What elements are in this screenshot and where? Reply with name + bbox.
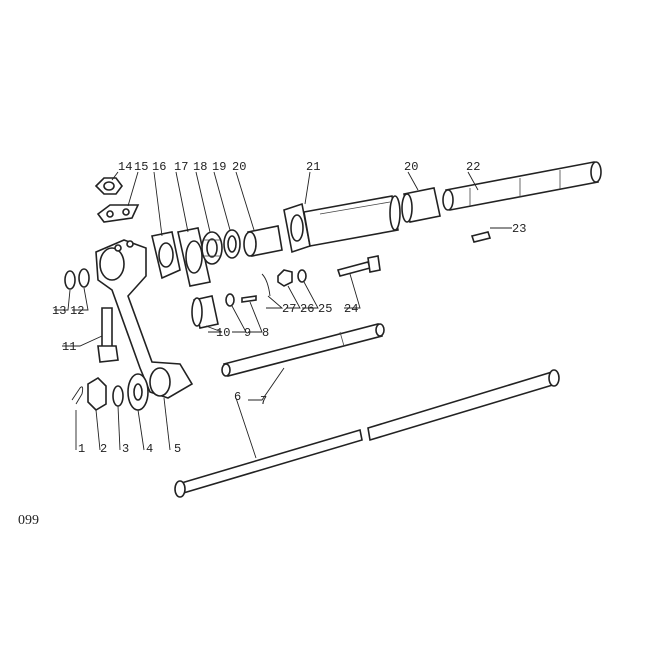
label-8: 8	[262, 326, 269, 340]
part-pin-27	[261, 273, 271, 297]
label-16: 16	[152, 160, 166, 174]
label-19: 19	[212, 160, 226, 174]
part-bearing-18	[201, 231, 223, 265]
part-ring-13	[64, 270, 76, 290]
label-5: 5	[174, 442, 181, 456]
callout-labels: 14 15 16 17 18 19 20 21 20 22 23 24 25 2…	[52, 160, 526, 456]
label-20-right: 20	[404, 160, 418, 174]
part-bush-20-right	[401, 187, 441, 223]
part-bush-10	[191, 295, 219, 329]
label-11: 11	[62, 340, 76, 354]
label-7: 7	[260, 394, 267, 408]
part-castle-nut-2	[87, 376, 107, 412]
part-gasket-16	[151, 231, 181, 280]
part-shaft-22	[442, 161, 602, 211]
part-arm-5	[95, 239, 194, 399]
part-bolt-24	[336, 255, 381, 277]
label-12: 12	[70, 304, 84, 318]
part-key-23	[470, 231, 492, 243]
label-25: 25	[318, 302, 332, 316]
label-17: 17	[174, 160, 188, 174]
label-10: 10	[216, 326, 230, 340]
part-washer-9	[225, 293, 235, 307]
part-pin-8	[241, 295, 257, 303]
part-torsion-bar-6	[174, 369, 560, 498]
part-lock-plate-15	[96, 204, 140, 223]
leader-lines	[54, 171, 512, 459]
label-26: 26	[300, 302, 314, 316]
label-24: 24	[344, 302, 358, 316]
part-seal-4	[127, 373, 149, 411]
part-nut-26	[277, 269, 293, 287]
part-nut-14	[94, 177, 123, 195]
label-23: 23	[512, 222, 526, 236]
label-13: 13	[52, 304, 66, 318]
part-bush-20-left	[243, 225, 283, 257]
part-tube-21	[283, 195, 401, 254]
label-9: 9	[244, 326, 251, 340]
label-15: 15	[134, 160, 148, 174]
part-shaft-7	[221, 323, 385, 377]
label-22: 22	[466, 160, 480, 174]
part-ring-19	[223, 229, 241, 259]
label-14: 14	[118, 160, 132, 174]
label-21: 21	[306, 160, 320, 174]
label-27: 27	[282, 302, 296, 316]
part-flange-17	[177, 227, 211, 287]
part-washer-3	[112, 385, 124, 407]
part-bolt-11	[97, 307, 119, 363]
part-ring-12	[78, 268, 90, 288]
label-4: 4	[146, 442, 153, 456]
page-number: 099	[18, 513, 39, 528]
label-6: 6	[234, 390, 241, 404]
label-18: 18	[193, 160, 207, 174]
label-20-left: 20	[232, 160, 246, 174]
label-1: 1	[78, 442, 85, 456]
part-washer-25	[297, 269, 307, 283]
label-2: 2	[100, 442, 107, 456]
part-cotter-1	[71, 386, 84, 405]
label-3: 3	[122, 442, 129, 456]
